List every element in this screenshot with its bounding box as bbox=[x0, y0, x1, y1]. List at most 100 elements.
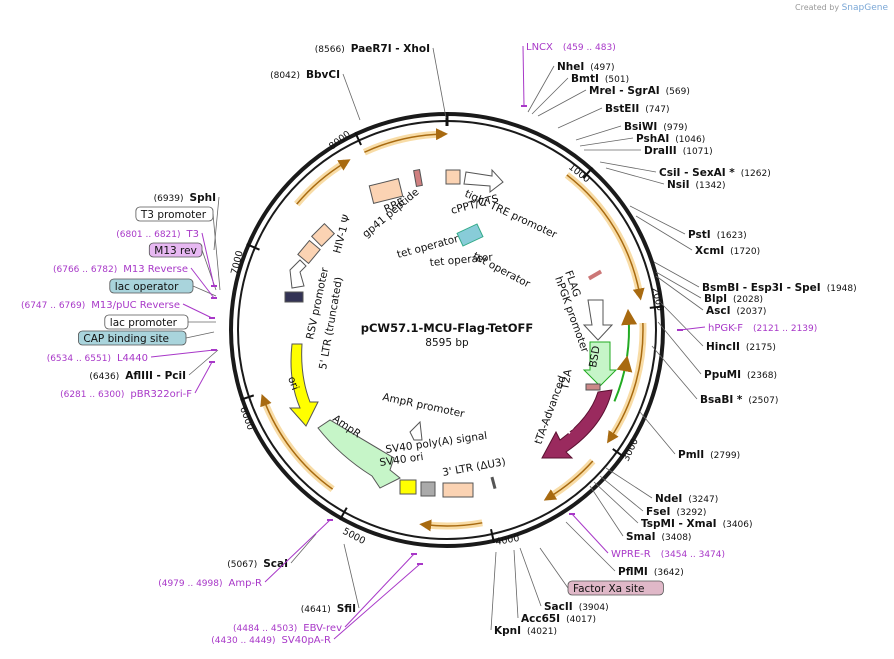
restriction-site-14: BlpI(2028) bbox=[704, 293, 763, 305]
restriction-site-22: TspMI - XmaI(3406) bbox=[641, 518, 753, 530]
leader-line bbox=[539, 547, 569, 589]
tta-label: tTA-Advanced bbox=[533, 374, 569, 446]
primer-leader bbox=[190, 267, 215, 299]
tet-operator-box bbox=[456, 223, 484, 247]
restriction-site-11: PstI(1623) bbox=[688, 229, 747, 241]
restriction-site-27: KpnI(4021) bbox=[494, 625, 557, 637]
restriction-site-0: (8566)PaeR7I - XhoI bbox=[315, 43, 430, 55]
restriction-site-7: PshAI(1046) bbox=[636, 133, 705, 145]
boxed-label-bg-5 bbox=[567, 580, 664, 596]
hiv-psi-box bbox=[310, 222, 336, 248]
primer-leader bbox=[264, 519, 331, 583]
tick-label-8000: 8000 bbox=[327, 129, 353, 153]
leader-line bbox=[432, 47, 447, 119]
tick-mark bbox=[649, 305, 664, 309]
leader-line bbox=[212, 213, 221, 291]
gp41-box bbox=[413, 169, 423, 187]
primer-2: WPRE-R(3454 .. 3474) bbox=[611, 549, 725, 560]
cppt-box bbox=[445, 169, 461, 185]
credit-brand: SnapGene bbox=[841, 3, 888, 13]
primer-5: (4430 .. 4449)SV40pA-R bbox=[211, 635, 331, 646]
primer-leader bbox=[194, 361, 213, 394]
primer-leader bbox=[522, 45, 525, 107]
leader-line bbox=[343, 543, 360, 609]
restriction-site-25: SacII(3904) bbox=[544, 601, 609, 613]
tick-mark bbox=[240, 394, 255, 401]
leader-line bbox=[579, 137, 634, 147]
leader-line bbox=[213, 196, 220, 251]
restriction-site-9: CsiI - SexAI *(1262) bbox=[659, 167, 771, 179]
boxed-label-bg-0 bbox=[135, 206, 214, 222]
boxed-label-4: CAP binding site bbox=[83, 333, 169, 345]
leader-line bbox=[557, 107, 603, 129]
rsv-promoter-arrow bbox=[289, 259, 307, 289]
site-labels: (8566)PaeR7I - XhoI(8042)BbvCINheI(497)B… bbox=[21, 42, 857, 646]
primer-6: (6281 .. 6300)pBR322ori-F bbox=[60, 389, 192, 400]
primer-3: (4979 .. 4998)Amp-R bbox=[158, 578, 262, 589]
tick-mark bbox=[354, 131, 362, 146]
boxed-label-0: T3 promoter bbox=[140, 209, 207, 221]
leader-line bbox=[342, 73, 361, 121]
tick-mark bbox=[339, 507, 348, 521]
restriction-site-19: PmlI(2799) bbox=[678, 449, 740, 461]
orange-arc bbox=[607, 322, 644, 444]
primer-10: (6801 .. 6821)T3 bbox=[116, 229, 199, 240]
leader-line bbox=[605, 467, 653, 499]
boxed-label-bg-4 bbox=[78, 330, 187, 346]
restriction-site-24: PflMI(3642) bbox=[618, 566, 684, 578]
primer-4: (4484 .. 4503)EBV-rev bbox=[233, 623, 342, 634]
restriction-site-18: BsaBI *(2507) bbox=[700, 394, 778, 406]
bsd-label: BSD bbox=[587, 345, 603, 369]
tick-mark bbox=[612, 448, 625, 458]
sv40-polya-label: SV40 poly(A) signal bbox=[385, 430, 488, 456]
orange-arcs bbox=[260, 128, 647, 532]
tickmarks bbox=[240, 112, 664, 544]
orange-arc-bg bbox=[607, 322, 647, 441]
leader-line bbox=[513, 549, 519, 619]
restriction-site-12: XcmI(1720) bbox=[695, 245, 760, 257]
leader-line bbox=[185, 331, 215, 339]
restriction-site-4: MreI - SgrAI(569) bbox=[589, 85, 690, 97]
ori-label: ori bbox=[285, 375, 301, 392]
primer-leader bbox=[201, 232, 215, 287]
leader-line bbox=[531, 77, 569, 115]
small-features bbox=[284, 291, 304, 303]
leader-line bbox=[575, 125, 622, 141]
leader-line bbox=[639, 411, 676, 455]
ampr-arrow bbox=[317, 419, 401, 489]
primer-leader bbox=[344, 553, 415, 628]
flag-box bbox=[587, 269, 603, 281]
ltr3-label: 3' LTR (ΔU3) bbox=[441, 456, 506, 479]
primer-leader bbox=[571, 513, 609, 554]
t2a-label: T2A bbox=[559, 368, 575, 392]
restriction-site-20: NdeI(3247) bbox=[655, 493, 718, 505]
small-marker bbox=[490, 476, 497, 490]
hpgk-promoter-arrow bbox=[582, 299, 614, 341]
primer-leader bbox=[333, 563, 421, 640]
leader-line bbox=[593, 481, 639, 524]
tick-mark bbox=[490, 528, 496, 544]
leader-line bbox=[605, 167, 665, 185]
tetr-arrow bbox=[541, 389, 613, 459]
boxed-label-1: M13 rev bbox=[154, 245, 197, 257]
orange-arc bbox=[566, 174, 645, 301]
ampr-promoter-arrow bbox=[409, 420, 423, 441]
leader-line bbox=[653, 261, 700, 288]
orange-arc-bg bbox=[362, 130, 443, 156]
leader-line bbox=[188, 349, 219, 376]
restriction-site-2: NheI(497) bbox=[557, 61, 615, 73]
leader-line bbox=[635, 215, 693, 251]
restriction-site-26: Acc65I(4017) bbox=[521, 613, 596, 625]
boxed-label-2: lac operator bbox=[115, 281, 179, 293]
restriction-site-31: (6939)SphI bbox=[154, 192, 216, 204]
tre-promoter-arrow bbox=[463, 168, 504, 194]
restriction-site-10: NsiI(1342) bbox=[667, 179, 725, 191]
primer-leader bbox=[182, 303, 213, 319]
ori-arrow bbox=[288, 343, 319, 427]
leader-line bbox=[655, 271, 702, 299]
restriction-site-21: FseI(3292) bbox=[646, 506, 706, 518]
green-arc bbox=[613, 355, 633, 402]
orange-arc-bg bbox=[564, 172, 644, 296]
credit-prefix: Created by bbox=[795, 3, 840, 12]
